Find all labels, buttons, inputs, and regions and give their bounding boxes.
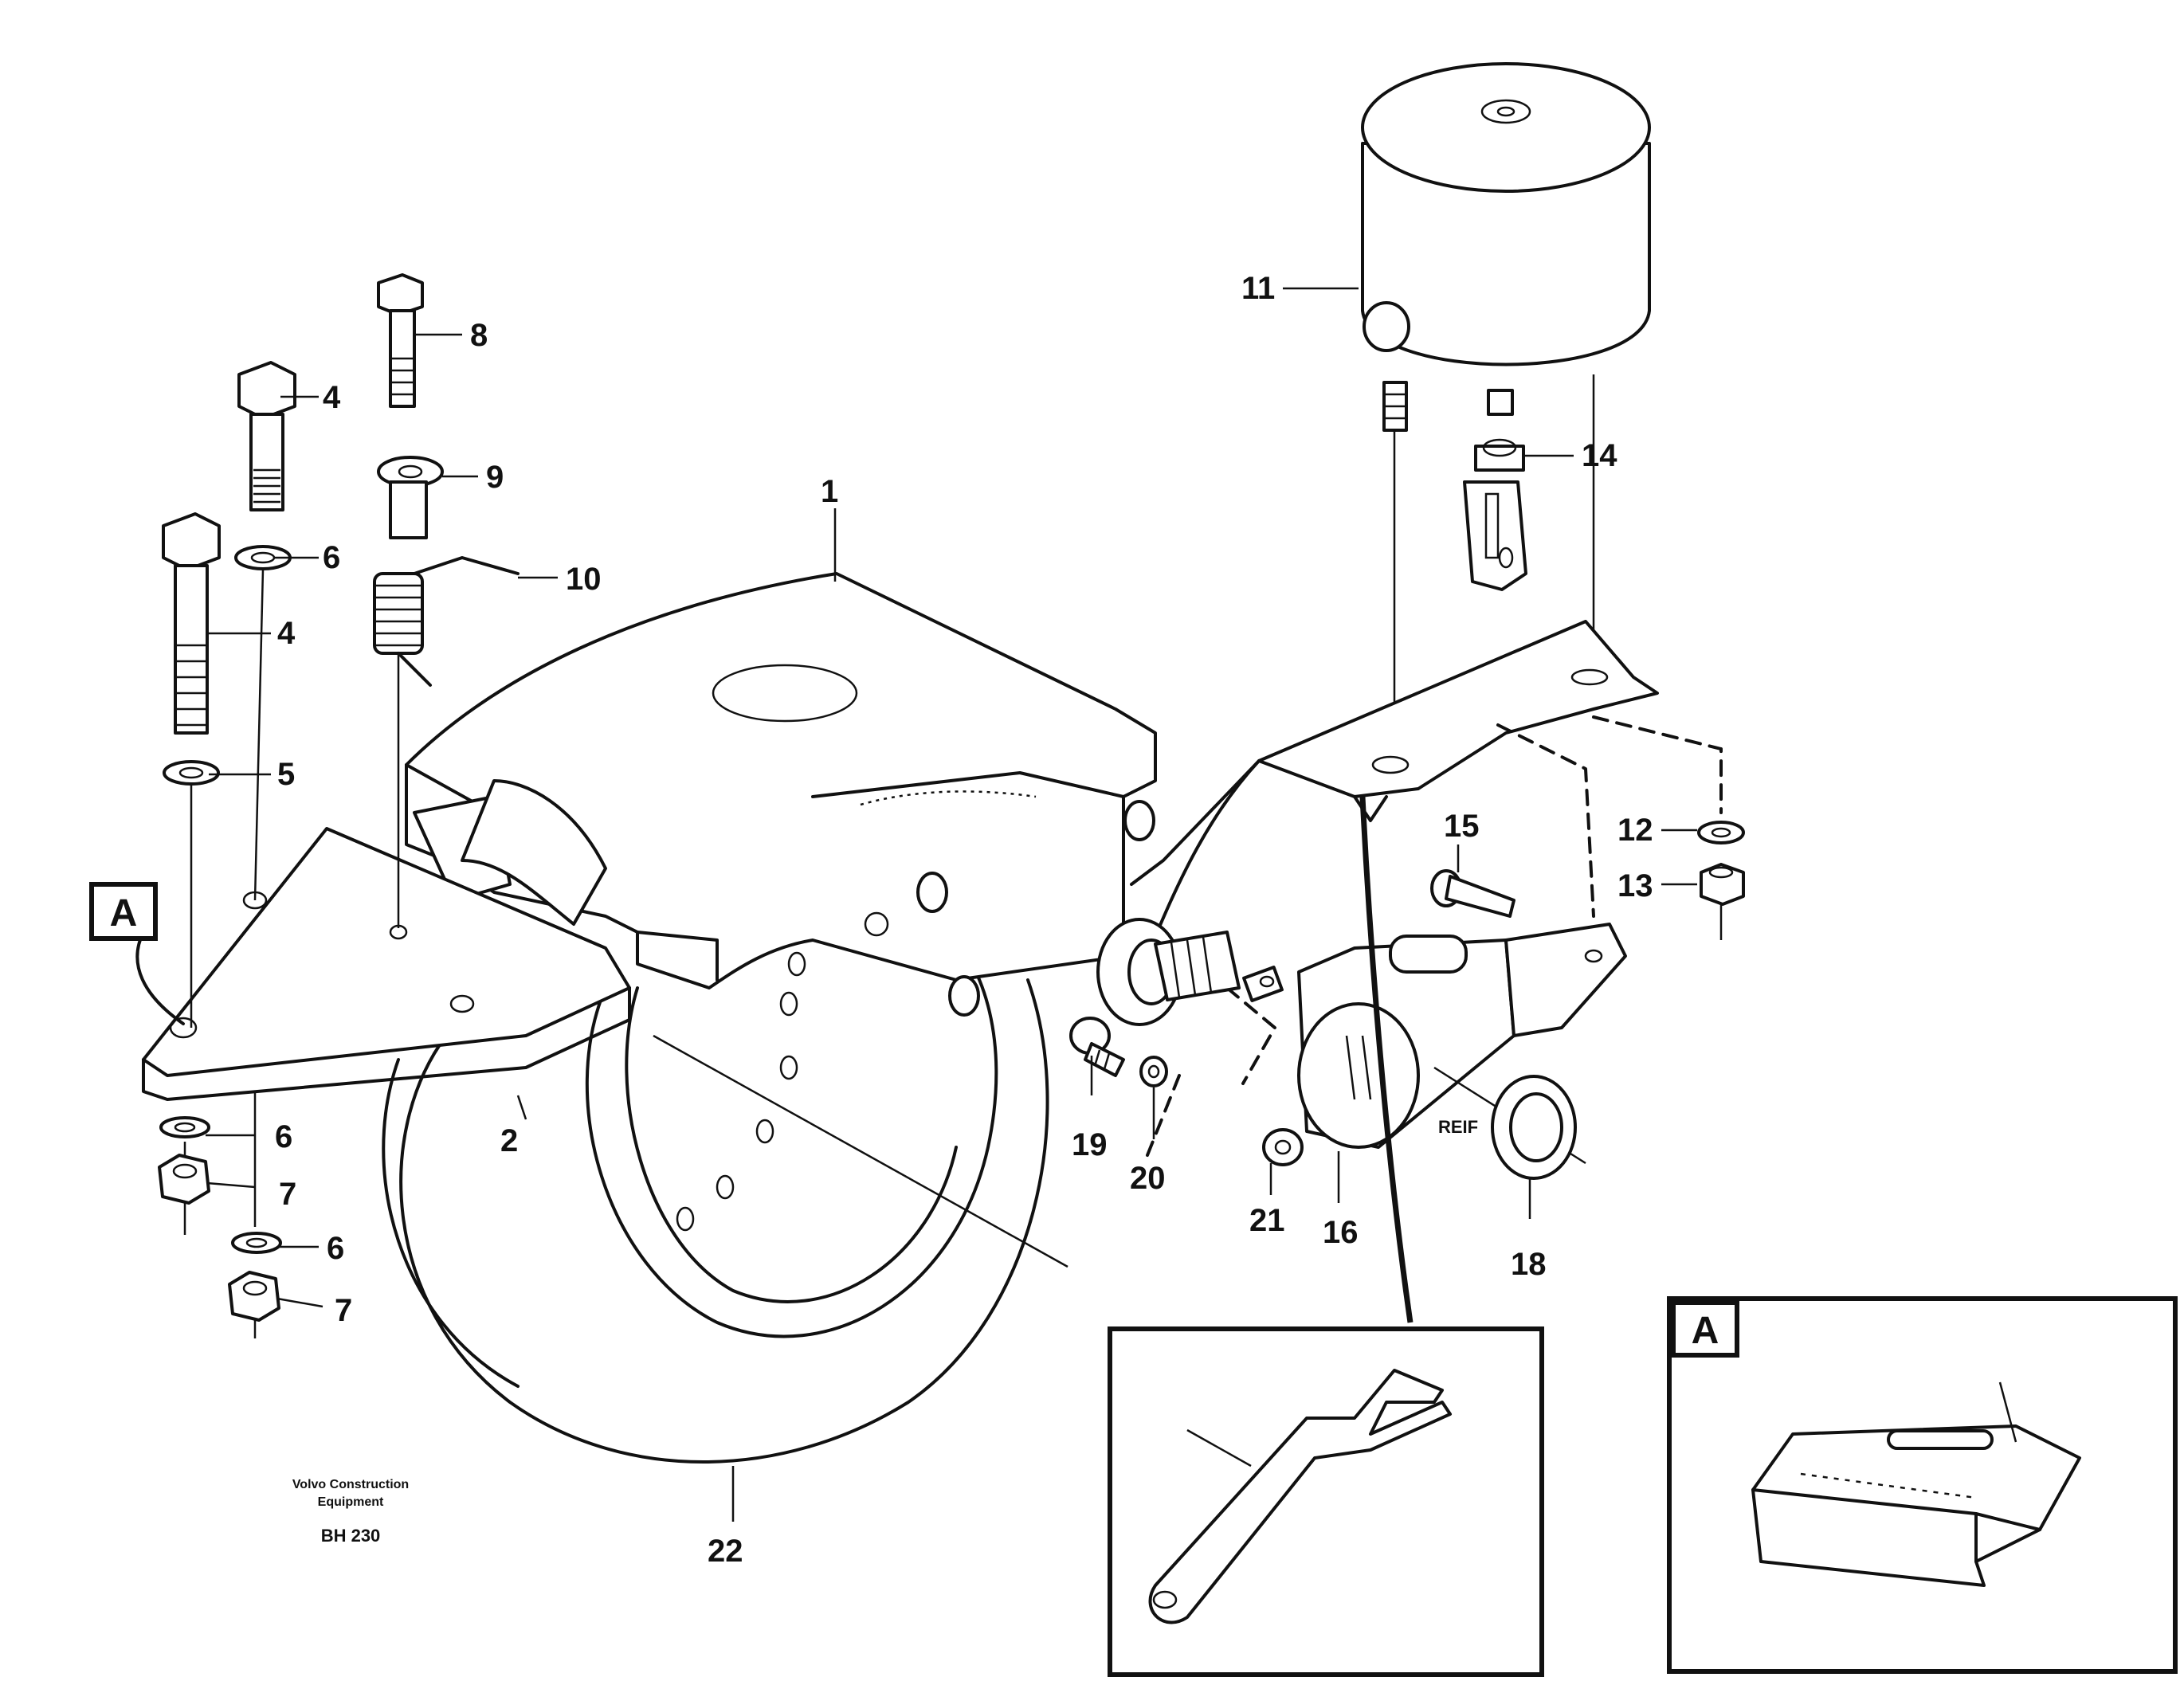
callout-13: 13 — [1617, 868, 1653, 903]
brake-drum — [382, 923, 1068, 1464]
washer-6-lower-b — [231, 1232, 282, 1254]
nut-13 — [1700, 863, 1745, 906]
callout-12: 12 — [1617, 813, 1653, 848]
nut-21 — [1262, 1128, 1304, 1166]
washer-18 — [1491, 1075, 1577, 1180]
footer-company-line1: Volvo Construction — [292, 1478, 409, 1491]
callout-20: 20 — [1130, 1161, 1166, 1196]
pin-15 — [1430, 869, 1515, 918]
footer-code: BH 230 — [321, 1526, 381, 1546]
slack-adjuster — [1297, 923, 1627, 1149]
drum-bolt-holes — [676, 951, 806, 1232]
callout-22: 22 — [708, 1534, 743, 1569]
washer-6-lower-a — [159, 1116, 210, 1138]
washer-5 — [163, 760, 220, 786]
callout-7-b: 7 — [335, 1293, 352, 1328]
callout-4-lower: 4 — [277, 616, 296, 651]
splined-camshaft — [1096, 918, 1284, 1026]
callout-5: 5 — [277, 757, 295, 792]
washer-12 — [1697, 821, 1745, 844]
screw-19 — [1069, 1017, 1125, 1077]
callout-16: 16 — [1323, 1215, 1359, 1250]
brake-caliper-housing — [405, 572, 1157, 1017]
nut-7-a — [158, 1154, 210, 1205]
bolt-4-upper — [237, 361, 296, 511]
callout-18: 18 — [1511, 1247, 1547, 1282]
callout-15: 15 — [1444, 809, 1480, 844]
clevis-14 — [1463, 438, 1527, 591]
footer-company-line2: Equipment — [318, 1495, 384, 1509]
callout-9: 9 — [486, 460, 504, 495]
callout-8: 8 — [470, 318, 488, 353]
assembly-dashed-lines — [1146, 715, 1723, 1157]
callout-2: 2 — [500, 1123, 518, 1158]
view-marker-a-label: A — [110, 892, 138, 935]
callout-11: 11 — [1241, 271, 1275, 306]
detail-inset-a: A — [1667, 1296, 2178, 1674]
leader-lines — [183, 287, 1697, 1522]
view-a-arrow — [135, 931, 185, 1025]
callout-6-b: 6 — [275, 1119, 292, 1154]
view-marker-a: A — [89, 882, 158, 941]
washer-20 — [1139, 1056, 1168, 1087]
detail-leader-17 — [1359, 796, 1414, 1323]
caliper-pins — [864, 800, 1155, 1017]
bushing-9 — [377, 456, 444, 539]
detail-marker-a-label: A — [1692, 1310, 1719, 1352]
nut-7-b — [228, 1271, 280, 1322]
bolt-8 — [377, 273, 424, 408]
return-spring-10 — [373, 556, 520, 687]
brake-chamber — [1361, 62, 1651, 432]
callout-21: 21 — [1249, 1203, 1285, 1238]
callout-19: 19 — [1072, 1127, 1108, 1162]
callout-10: 10 — [566, 562, 602, 597]
callout-6-c: 6 — [327, 1231, 344, 1266]
callout-14: 14 — [1582, 438, 1617, 473]
detail-inset-17 — [1108, 1326, 1544, 1677]
callout-6-a: 6 — [323, 540, 340, 575]
footer-block: Volvo Construction Equipment BH 230 — [292, 1478, 409, 1546]
reif-marking: REIF — [1438, 1117, 1478, 1137]
callout-1: 1 — [821, 474, 838, 509]
support-bracket — [1130, 620, 1659, 958]
callout-7-a: 7 — [279, 1177, 296, 1212]
callout-4-upper: 4 — [323, 380, 341, 415]
bolt-4-lower — [162, 512, 221, 735]
brake-pads — [413, 779, 607, 926]
